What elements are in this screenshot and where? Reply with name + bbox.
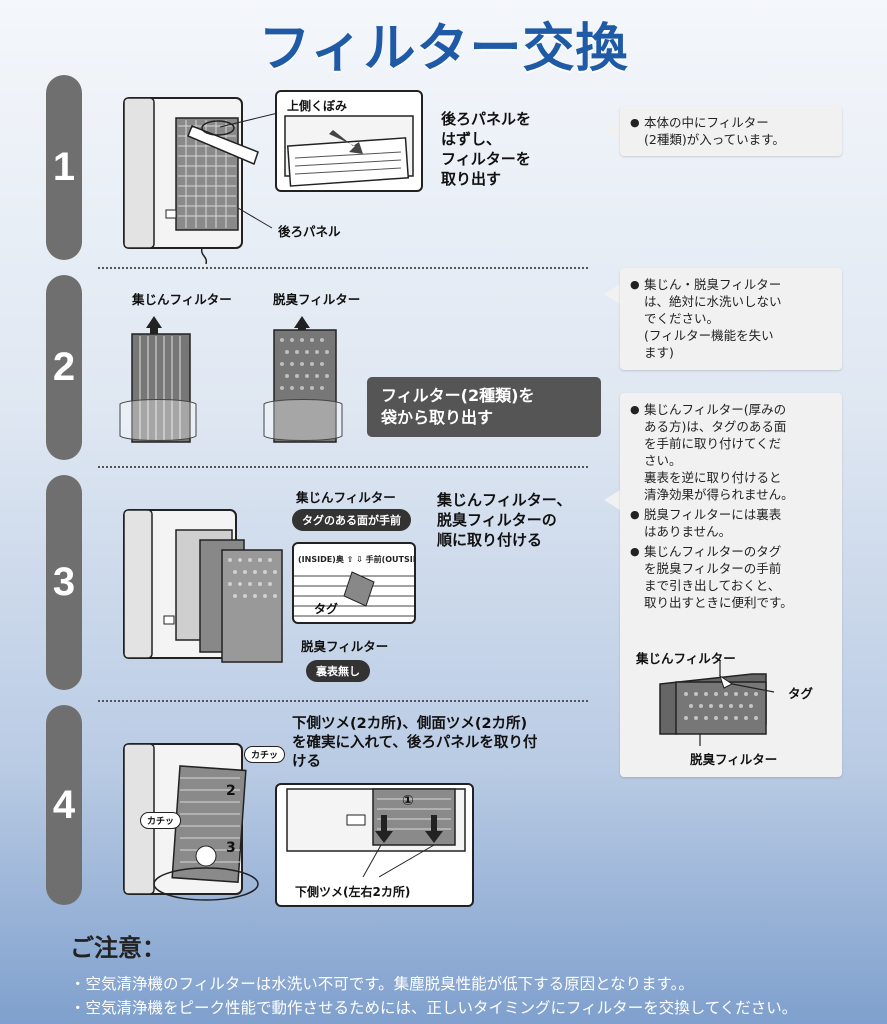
step-divider <box>98 700 588 702</box>
step-3-instruction: 集じんフィルター、 脱臭フィルターの 順に取り付ける <box>437 491 572 549</box>
latch-illustration <box>286 788 466 878</box>
page-title: フィルター交換 <box>258 19 629 79</box>
step-2-number: 2 <box>46 275 82 460</box>
purifier-illustration <box>123 509 283 663</box>
purifier-illustration <box>123 97 259 265</box>
diagram-deodor-filter-label: 脱臭フィルター <box>690 752 778 767</box>
step-3-deodor-filter-label: 脱臭フィルター <box>301 639 389 654</box>
note-3-item: 集じんフィルターのタグ を脱臭フィルターの手前 まで引き出しておくと、 取り出す… <box>630 543 832 611</box>
step-4-instruction: 下側ツメ(2カ所)、側面ツメ(2カ所) を確実に入れて、後ろパネルを取り付 ける <box>292 716 538 770</box>
marker-1: ① <box>402 793 414 809</box>
note-3: 集じんフィルター(厚みの ある方)は、タグのある面 を手前に取り付けてくだ さい… <box>620 393 842 777</box>
note-3-item: 集じんフィルター(厚みの ある方)は、タグのある面 を手前に取り付けてくだ さい… <box>630 401 832 503</box>
dust-filter-illustration <box>119 316 197 443</box>
step-1-instruction: 後ろパネルを はずし、 フィルターを 取り出す <box>441 110 532 188</box>
caution-heading: ご注意： <box>70 934 166 962</box>
step-divider <box>98 466 588 468</box>
diagram-dust-filter-label: 集じんフィルター <box>636 651 736 666</box>
click-bubble-top: カチッ <box>244 746 286 763</box>
click-bubble-left: カチッ <box>140 812 182 829</box>
caution-line: ・空気清浄機をピーク性能で動作させるためには、正しいタイミングにフィルターを交換… <box>70 999 798 1017</box>
step-4-inset: ① 下側ツメ(左右2カ所) <box>275 783 474 907</box>
lower-latch-caption: 下側ツメ(左右2カ所) <box>295 885 411 899</box>
marker-2: 2 <box>226 783 236 799</box>
tag-label: タグ <box>314 602 339 616</box>
step-3-number: 3 <box>46 475 82 690</box>
inside-outside-label: (INSIDE)奥 ⇧ ⇩ 手前(OUTSIDE) <box>298 555 416 564</box>
step-1-number: 1 <box>46 75 82 260</box>
diagram-tag-label: タグ <box>788 686 814 701</box>
deodor-filter-illustration <box>263 316 343 443</box>
note-pointer <box>604 121 620 141</box>
dust-filter-label: 集じんフィルター <box>132 292 232 307</box>
note-3-item: 脱臭フィルターには裏表 はありません。 <box>630 506 832 540</box>
step-1-inset: 上側くぼみ <box>275 90 423 192</box>
step-3-tag-inset: (INSIDE)奥 ⇧ ⇩ 手前(OUTSIDE) タグ <box>292 542 416 624</box>
no-front-back-pill: 裏表無し <box>306 660 370 682</box>
back-panel-label: 後ろパネル <box>278 224 341 239</box>
step-4-number: 4 <box>46 705 82 905</box>
purifier-illustration <box>123 743 259 901</box>
note-1: 本体の中にフィルター (2種類)が入っています。 <box>620 106 842 156</box>
note-pointer <box>604 490 620 510</box>
inset-illustration <box>284 115 414 187</box>
note-1-item: 本体の中にフィルター (2種類)が入っています。 <box>630 114 832 148</box>
inset-label: 上側くぼみ <box>287 99 348 113</box>
marker-3: 3 <box>226 840 236 856</box>
caution-line: ・空気清浄機のフィルターは水洗い不可です。集塵脱臭性能が低下する原因となります。… <box>70 975 694 993</box>
callout-line <box>219 112 279 229</box>
filter-stack-diagram <box>659 662 775 746</box>
note-2: 集じん・脱臭フィルター は、絶対に水洗いしない でください。 (フィルター機能を… <box>620 268 842 370</box>
deodor-filter-label: 脱臭フィルター <box>273 292 361 307</box>
note-pointer <box>604 284 620 304</box>
step-3-dust-filter-label: 集じんフィルター <box>296 490 396 505</box>
tag-illustration <box>294 571 414 617</box>
note-2-item: 集じん・脱臭フィルター は、絶対に水洗いしない でください。 (フィルター機能を… <box>630 276 832 361</box>
step-divider <box>98 267 588 269</box>
step-2-instruction: フィルター(2種類)を 袋から取り出す <box>367 377 601 437</box>
tag-side-front-pill: タグのある面が手前 <box>292 509 411 531</box>
